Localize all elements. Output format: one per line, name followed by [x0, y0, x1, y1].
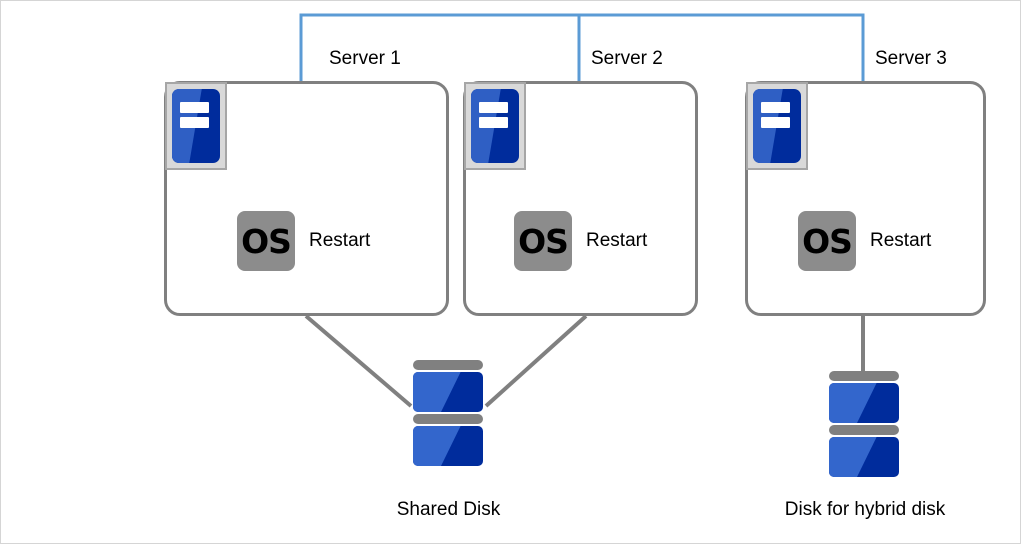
os-badge-icon: OS — [798, 211, 856, 271]
shared-disk-icon[interactable] — [413, 360, 483, 468]
cluster-bracket — [299, 13, 865, 81]
machine-slot-bar — [179, 102, 210, 114]
machine-body — [753, 89, 801, 163]
server-box-3[interactable]: OS Restart — [745, 81, 986, 316]
disk-platter — [413, 426, 483, 466]
disk-cap — [413, 414, 483, 424]
machine-body — [471, 89, 519, 163]
os-status-label: Restart — [309, 230, 371, 251]
disk-platter — [829, 383, 899, 423]
machine-slot-bar — [478, 117, 509, 129]
os-badge-icon: OS — [514, 211, 572, 271]
machine-slot-bar — [760, 102, 791, 114]
disk-cap — [413, 360, 483, 370]
os-status-group-3: OS Restart — [798, 211, 931, 271]
os-badge-icon: OS — [237, 211, 295, 271]
server-label-2: Server 2 — [591, 48, 663, 69]
machine-slot-bar — [760, 117, 791, 129]
machine-slot-bar — [478, 102, 509, 114]
server-machine-icon — [746, 82, 808, 170]
hybrid-disk-caption-line1: Disk for hybrid disk — [784, 498, 946, 520]
server-label-3: Server 3 — [875, 48, 947, 69]
server-label-1: Server 1 — [329, 48, 401, 69]
shared-disk-connectors — [304, 314, 588, 408]
os-status-label: Restart — [870, 230, 932, 251]
hybrid-disk-caption: Disk for hybrid disk resource — [741, 473, 989, 543]
shared-disk-caption-line1: Shared Disk — [396, 498, 501, 520]
os-status-group-2: OS Restart — [514, 211, 647, 271]
machine-body — [172, 89, 220, 163]
server-machine-icon — [464, 82, 526, 170]
machine-slot-bar — [179, 117, 210, 129]
disk-cap — [829, 371, 899, 381]
server-box-1[interactable]: OS Restart — [164, 81, 449, 316]
server-box-2[interactable]: OS Restart — [463, 81, 698, 316]
os-status-label: Restart — [586, 230, 648, 251]
server-machine-icon — [165, 82, 227, 170]
hybrid-disk-icon[interactable] — [829, 371, 899, 479]
disk-platter — [829, 437, 899, 477]
shared-disk-caption: Shared Disk for hybrid disk resource — [301, 473, 596, 543]
disk-cap — [829, 425, 899, 435]
os-status-group-1: OS Restart — [237, 211, 370, 271]
disk-platter — [413, 372, 483, 412]
